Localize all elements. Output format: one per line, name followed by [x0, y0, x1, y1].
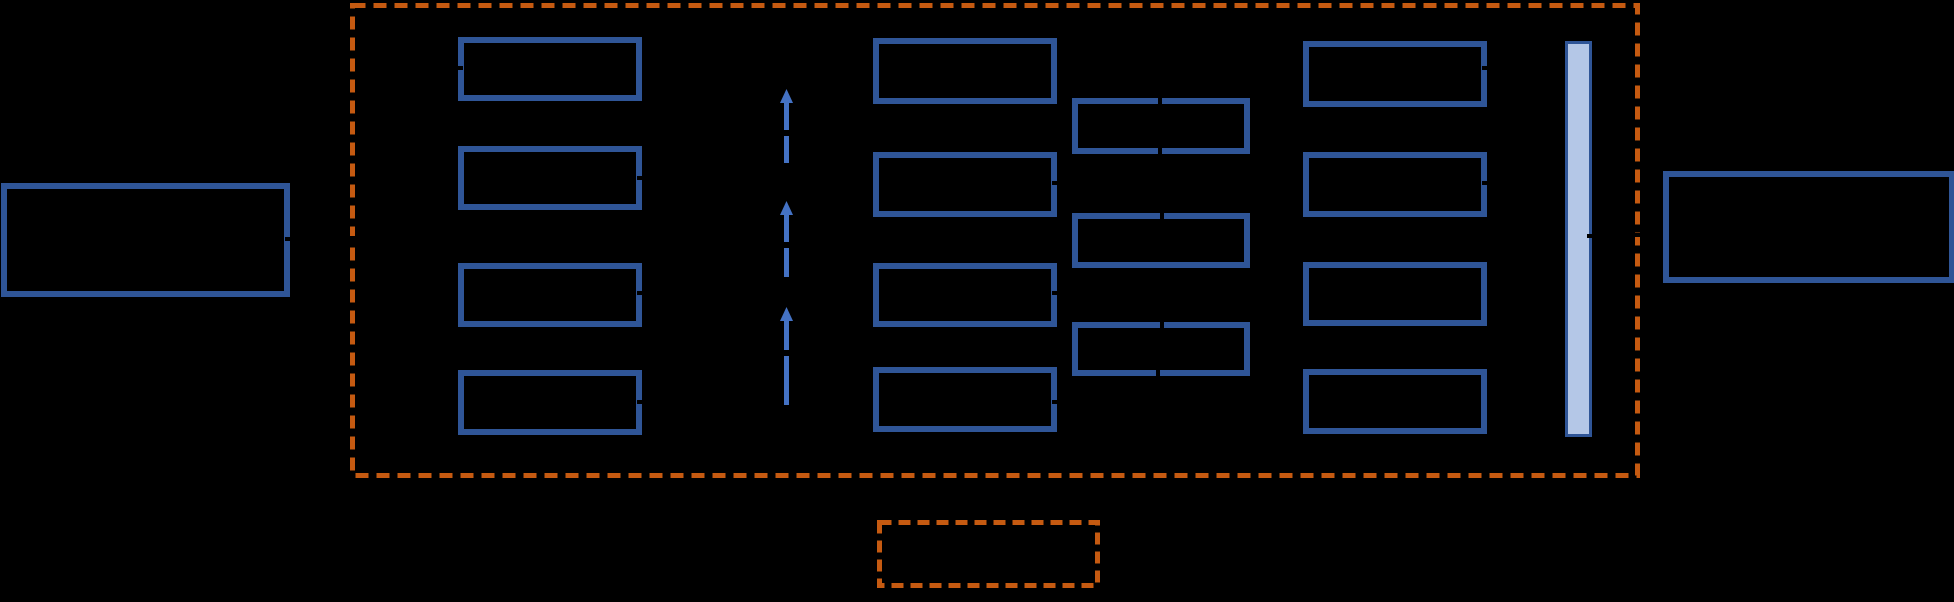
col3-box-3: [1072, 322, 1250, 376]
connector-notch: [1052, 291, 1062, 295]
col1-box-4: [458, 370, 642, 435]
connector-notch: [453, 66, 463, 70]
connector-notch: [347, 236, 357, 240]
connector-notch: [1482, 66, 1492, 70]
connector-notch: [1052, 181, 1062, 185]
connector-notch: [1158, 148, 1162, 158]
connector-notch: [637, 176, 647, 180]
connector-notch: [1156, 368, 1160, 378]
connector-notch: [1587, 234, 1597, 238]
col1-box-2: [458, 146, 642, 210]
output-box: [1663, 171, 1954, 283]
connector-notch: [637, 291, 647, 295]
col1-box-3: [458, 263, 642, 327]
col2-box-3: [873, 263, 1057, 327]
col1-box-1: [458, 37, 642, 101]
vertical-highlight-bar: [1565, 41, 1592, 437]
col4-box-3: [1303, 262, 1487, 326]
connector-notch: [637, 400, 647, 404]
caption-dashed-box: [877, 520, 1100, 588]
col4-box-2: [1303, 152, 1487, 217]
col2-box-2: [873, 152, 1057, 217]
col4-box-1: [1303, 41, 1487, 107]
input-box: [1, 183, 290, 297]
col3-box-2: [1072, 213, 1250, 268]
up-arrow-icon-1: [780, 89, 793, 163]
col4-box-4: [1303, 369, 1487, 434]
col3-box-1: [1072, 98, 1250, 154]
pipeline-dashed-container: [350, 3, 1640, 478]
connector-notch: [1158, 94, 1162, 104]
connector-notch: [1160, 318, 1164, 328]
connector-notch: [1160, 209, 1164, 219]
connector-notch: [1635, 233, 1645, 237]
connector-notch: [1052, 400, 1062, 404]
col2-box-1: [873, 38, 1057, 104]
up-arrow-icon-2: [780, 201, 793, 277]
connector-notch: [1482, 181, 1492, 185]
connector-notch: [285, 237, 295, 241]
up-arrow-icon-3: [780, 307, 793, 405]
col2-box-4: [873, 367, 1057, 432]
